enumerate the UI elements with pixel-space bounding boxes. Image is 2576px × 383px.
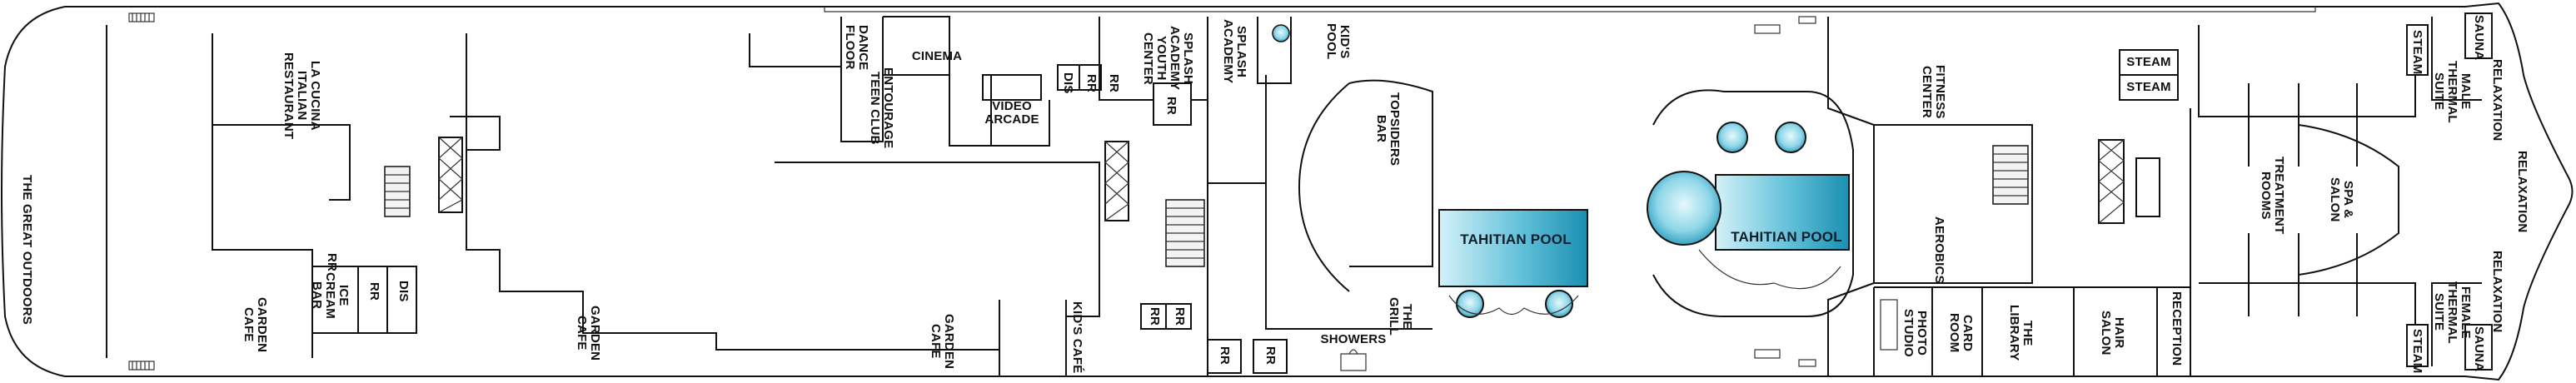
label-the-grill: THE GRILL bbox=[1387, 297, 1414, 336]
label-dance-floor: DANCE FLOOR bbox=[843, 24, 870, 71]
label-kids-cafe: KID'S CAFÉ bbox=[1070, 301, 1084, 374]
rr-box-3 bbox=[1153, 82, 1192, 126]
label-kids-pool: KID'S POOL bbox=[1324, 23, 1352, 60]
label-ice-cream-bar: ICE CREAM BAR bbox=[310, 272, 351, 319]
label-tahitian-pool-1: TAHITIAN POOL bbox=[1460, 231, 1572, 247]
label-rr-5: RR bbox=[1164, 96, 1178, 116]
kids-pool bbox=[1272, 24, 1290, 42]
label-steam-2: STEAM bbox=[2126, 80, 2171, 94]
label-showers: SHOWERS bbox=[1320, 332, 1387, 346]
label-rr-2: RR bbox=[367, 281, 381, 301]
label-garden-cafe-2: GARDEN CAFE bbox=[575, 305, 602, 361]
label-fitness-center: FITNESS CENTER bbox=[1920, 64, 1947, 119]
label-rr-9: RR bbox=[1263, 346, 1278, 366]
stair-right bbox=[1992, 145, 2029, 205]
label-reception: RECEPTION bbox=[2170, 291, 2184, 366]
label-spa-salon: SPA & SALON bbox=[2328, 177, 2355, 222]
label-female-thermal: FEMALE THERMAL SUITE bbox=[2432, 281, 2473, 344]
whirlpool-2 bbox=[1545, 290, 1573, 318]
spa-salon-room bbox=[2298, 124, 2399, 276]
label-rr-6: RR bbox=[1148, 306, 1162, 326]
pool-deck-right bbox=[1652, 89, 1854, 317]
label-sauna-2: SAUNA bbox=[2472, 326, 2486, 372]
whirlpool-3 bbox=[1647, 171, 1721, 246]
label-relaxation-2: RELAXATION bbox=[2515, 150, 2529, 233]
whirlpool-5 bbox=[1775, 122, 1806, 153]
label-rr-4: RR bbox=[1107, 73, 1121, 93]
vent-bottom-left bbox=[128, 361, 155, 371]
label-rr-8: RR bbox=[1218, 346, 1232, 366]
label-great-outdoors: THE GREAT OUTDOORS bbox=[20, 175, 34, 325]
topsiders-bar-curve bbox=[1298, 82, 1350, 292]
label-card-room: CARD ROOM bbox=[1947, 313, 1975, 353]
rr-box-6 bbox=[1207, 339, 1242, 374]
label-photo-studio: PHOTO STUDIO bbox=[1901, 309, 1929, 357]
tahitian-pool-left bbox=[1438, 209, 1588, 287]
steam-box-4 bbox=[2406, 324, 2429, 367]
label-entourage: ENTOURAGE TEEN CLUB bbox=[868, 67, 895, 149]
label-male-thermal: MALE THERMAL SUITE bbox=[2432, 60, 2473, 123]
sauna-box-2 bbox=[2464, 324, 2493, 371]
label-the-library: THE LIBRARY bbox=[2007, 305, 2035, 361]
elevator-right bbox=[2098, 139, 2125, 224]
label-rr-1: RR bbox=[325, 252, 339, 272]
sauna-box-1 bbox=[2464, 12, 2493, 59]
whirlpool-4 bbox=[1717, 122, 1748, 153]
label-sauna-1: SAUNA bbox=[2472, 15, 2486, 61]
label-video-arcade: VIDEO ARCADE bbox=[984, 99, 1039, 127]
steam-box-3 bbox=[2406, 24, 2429, 76]
label-steam-4: STEAM bbox=[2410, 329, 2424, 374]
label-dis-1: DIS bbox=[396, 281, 411, 302]
elevator-left bbox=[438, 137, 463, 213]
steam-box-2 bbox=[2119, 74, 2179, 101]
label-steam-1: STEAM bbox=[2126, 55, 2171, 69]
label-splash-youth: SPLASH ACADEMY YOUTH CENTER bbox=[1141, 26, 1195, 91]
rr-box-5 bbox=[1165, 303, 1192, 330]
whirlpool-1 bbox=[1456, 290, 1484, 318]
rr-box-7 bbox=[1253, 339, 1288, 374]
label-topsiders-bar: TOPSIDERS BAR bbox=[1374, 92, 1402, 167]
label-la-cucina: LA CUCINA ITALIAN RESTAURANT bbox=[282, 52, 322, 140]
label-relaxation-3: RELAXATION bbox=[2490, 250, 2504, 333]
label-garden-cafe-3: GARDEN CAFE bbox=[929, 313, 956, 370]
label-relaxation-1: RELAXATION bbox=[2490, 58, 2504, 142]
vent-top-left bbox=[128, 12, 155, 22]
label-aerobics: AEROBICS bbox=[1932, 216, 1946, 284]
label-hair-salon: HAIR SALON bbox=[2099, 311, 2126, 356]
label-splash-academy: SPLASH ACADEMY bbox=[1221, 19, 1248, 84]
steam-box-1 bbox=[2119, 49, 2179, 76]
showers-fixture bbox=[1340, 349, 1367, 371]
label-cinema: CINEMA bbox=[911, 49, 963, 63]
label-steam-3: STEAM bbox=[2410, 29, 2424, 75]
label-garden-cafe-1: GARDEN CAFE bbox=[242, 296, 269, 353]
label-rr-3: RR bbox=[1084, 73, 1099, 93]
label-treatment-rooms: TREATMENT ROOMS bbox=[2259, 157, 2286, 235]
label-tahitian-pool-2: TAHITIAN POOL bbox=[1731, 229, 1842, 245]
label-dis-2: DIS bbox=[1061, 72, 1075, 94]
tahitian-pool-right bbox=[1715, 174, 1850, 251]
elevator-mid bbox=[1104, 141, 1129, 221]
label-rr-7: RR bbox=[1173, 306, 1187, 326]
rr-box-1 bbox=[1057, 64, 1080, 91]
rr-box-4 bbox=[1140, 303, 1167, 330]
rr-box-2 bbox=[1079, 64, 1102, 91]
